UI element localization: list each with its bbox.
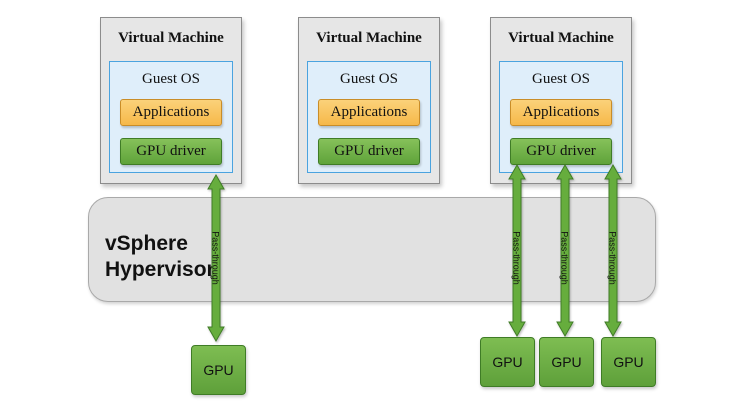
vm-title: Virtual Machine bbox=[118, 30, 224, 46]
guest-os-label: Guest OS bbox=[142, 71, 200, 87]
pass-through-label: Pass-through bbox=[512, 231, 522, 285]
hypervisor-label-line2: Hypervisor bbox=[105, 258, 215, 281]
double-arrow-icon bbox=[207, 173, 225, 343]
pass-through-label: Pass-through bbox=[608, 231, 618, 285]
virtual-machine-3: Virtual Machine Guest OS Applications GP… bbox=[490, 17, 632, 184]
pass-through-arrow-4: Pass-through bbox=[604, 163, 622, 338]
pass-through-arrow-2: Pass-through bbox=[508, 163, 526, 338]
hypervisor-label: vSphere Hypervisor bbox=[105, 231, 215, 283]
guest-os-box: Guest OS Applications GPU driver bbox=[109, 61, 233, 173]
applications-box: Applications bbox=[120, 99, 222, 126]
virtual-machine-2: Virtual Machine Guest OS Applications GP… bbox=[298, 17, 440, 184]
guest-os-box: Guest OS Applications GPU driver bbox=[499, 61, 623, 173]
gpu-2: GPU bbox=[480, 337, 535, 387]
virtual-machine-1: Virtual Machine Guest OS Applications GP… bbox=[100, 17, 242, 184]
hypervisor-label-line1: vSphere bbox=[105, 232, 188, 255]
pass-through-label: Pass-through bbox=[211, 231, 221, 285]
pass-through-arrow-1: Pass-through bbox=[207, 173, 225, 343]
vm-title: Virtual Machine bbox=[316, 30, 422, 46]
pass-through-arrow-3: Pass-through bbox=[556, 163, 574, 338]
guest-os-label: Guest OS bbox=[532, 71, 590, 87]
gpu-4: GPU bbox=[601, 337, 656, 387]
gpu-1: GPU bbox=[191, 345, 246, 395]
guest-os-box: Guest OS Applications GPU driver bbox=[307, 61, 431, 173]
gpu-driver-box: GPU driver bbox=[510, 138, 612, 165]
double-arrow-icon bbox=[508, 163, 526, 338]
guest-os-label: Guest OS bbox=[340, 71, 398, 87]
gpu-3: GPU bbox=[539, 337, 594, 387]
applications-box: Applications bbox=[318, 99, 420, 126]
double-arrow-icon bbox=[604, 163, 622, 338]
applications-box: Applications bbox=[510, 99, 612, 126]
pass-through-label: Pass-through bbox=[560, 231, 570, 285]
gpu-driver-box: GPU driver bbox=[120, 138, 222, 165]
double-arrow-icon bbox=[556, 163, 574, 338]
gpu-driver-box: GPU driver bbox=[318, 138, 420, 165]
vm-title: Virtual Machine bbox=[508, 30, 614, 46]
